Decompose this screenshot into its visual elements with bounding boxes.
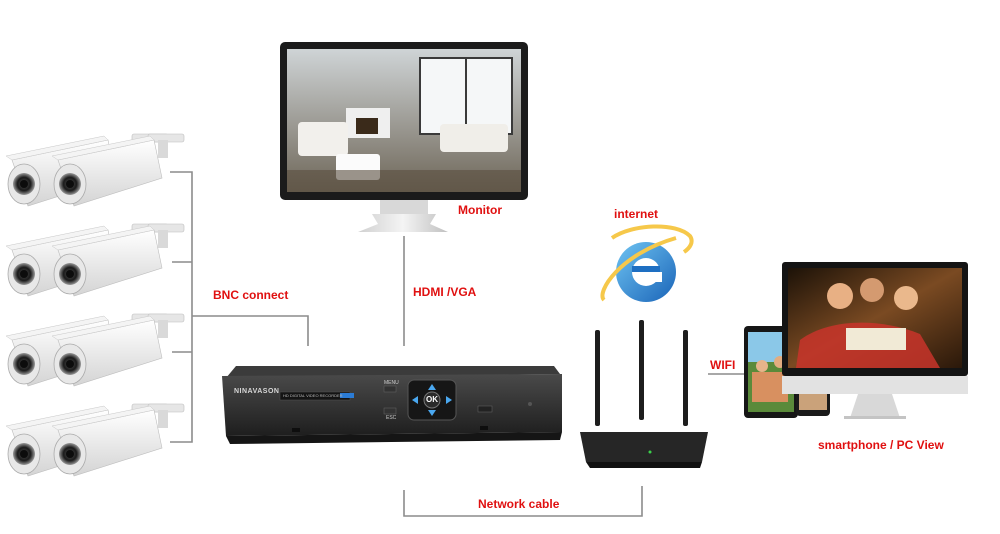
router-antenna-center xyxy=(639,320,644,420)
keypad-up-icon xyxy=(428,384,436,390)
router-antenna-left xyxy=(595,330,600,426)
usb-port xyxy=(477,405,493,413)
internet-icon xyxy=(600,224,694,302)
bullet-camera-2 xyxy=(51,133,185,207)
room-sofa-2 xyxy=(440,124,508,152)
monitor-stand xyxy=(358,214,448,232)
wifi-label: WIFI xyxy=(710,358,736,372)
router-led xyxy=(648,450,652,454)
hdmi-vga-label: HDMI /VGA xyxy=(413,285,477,299)
room-floor xyxy=(287,170,521,192)
bullet-camera-8 xyxy=(51,403,185,477)
bullet-camera-4 xyxy=(51,223,185,297)
monitor-label: Monitor xyxy=(458,203,502,217)
network-cable-line xyxy=(403,486,643,517)
nvr-ok-label: OK xyxy=(426,395,438,404)
bnc-bracket-line xyxy=(170,171,193,443)
nvr-model-text: HD DIGITAL VIDEO RECORDER xyxy=(283,393,343,398)
pc-device xyxy=(782,262,968,419)
power-indicator xyxy=(528,402,532,406)
nvr-front xyxy=(222,374,562,436)
keypad-ok-button xyxy=(423,391,441,409)
nvr-foot-left xyxy=(292,428,300,432)
internet-label: internet xyxy=(614,207,659,221)
book-in-photo xyxy=(846,328,906,350)
bullet-camera-6 xyxy=(51,313,185,387)
keypad-left-icon xyxy=(412,396,418,404)
smartphone-pc-view-label: smartphone / PC View xyxy=(818,438,944,452)
nvr-led xyxy=(340,393,354,398)
nvr-foot-right xyxy=(480,426,488,430)
network-cable-label: Network cable xyxy=(478,497,560,511)
router-antenna-right xyxy=(683,330,688,426)
menu-button xyxy=(383,385,397,393)
router-base xyxy=(586,462,702,468)
monitor-device xyxy=(280,42,528,232)
nvr-recorder xyxy=(222,366,562,444)
connection-lines xyxy=(170,171,746,517)
room-sofa xyxy=(298,122,348,156)
bnc-connect-label: BNC connect xyxy=(213,288,289,302)
router-body xyxy=(580,432,708,462)
nvr-bottom-shadow xyxy=(226,432,562,444)
nvr-menu-label: MENU xyxy=(384,380,399,386)
esc-button xyxy=(383,407,397,415)
cctv-cameras xyxy=(5,133,185,477)
monitor-neck xyxy=(380,200,428,214)
wifi-router xyxy=(580,320,708,468)
nvr-esc-label: ESC xyxy=(386,415,397,421)
keypad-right-icon xyxy=(446,396,452,404)
nvr-brand-text: NINAVASON xyxy=(234,388,280,395)
keypad-down-icon xyxy=(428,410,436,416)
bnc-to-nvr-line xyxy=(192,315,309,346)
fireplace-opening xyxy=(356,118,378,134)
